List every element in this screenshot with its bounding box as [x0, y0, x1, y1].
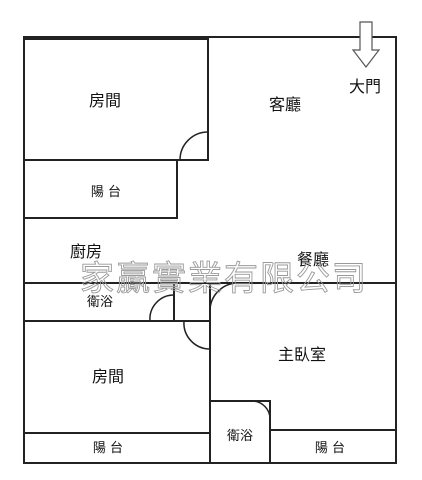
arrow-down-icon: [351, 21, 381, 68]
balcony-top-wall: [24, 159, 178, 219]
door-swing-icon: [209, 282, 239, 312]
entrance-label: 大門: [349, 77, 381, 96]
door-swing-icon: [183, 320, 211, 350]
bathroom-left-label: 衛浴: [87, 295, 113, 310]
door-swing-icon: [149, 294, 175, 322]
bedroom-top-label: 房間: [89, 91, 121, 110]
balcony-bottom-right-label: 陽 台: [315, 441, 345, 456]
master-bedroom-label: 主臥室: [278, 345, 326, 364]
balcony-top-label: 陽 台: [91, 185, 121, 200]
dining-room-label: 餐廳: [297, 250, 329, 269]
door-swing-icon: [251, 400, 271, 420]
door-swing-icon: [179, 131, 209, 161]
living-room-label: 客廳: [269, 95, 301, 114]
watermark: 家贏實業有限公司: [80, 259, 368, 299]
kitchen-label: 廚房: [70, 242, 102, 261]
bedroom-bottom-label: 房間: [92, 367, 124, 386]
bathroom-bottom-label: 衛浴: [227, 429, 253, 444]
balcony-bottom-left-label: 陽 台: [93, 441, 123, 456]
